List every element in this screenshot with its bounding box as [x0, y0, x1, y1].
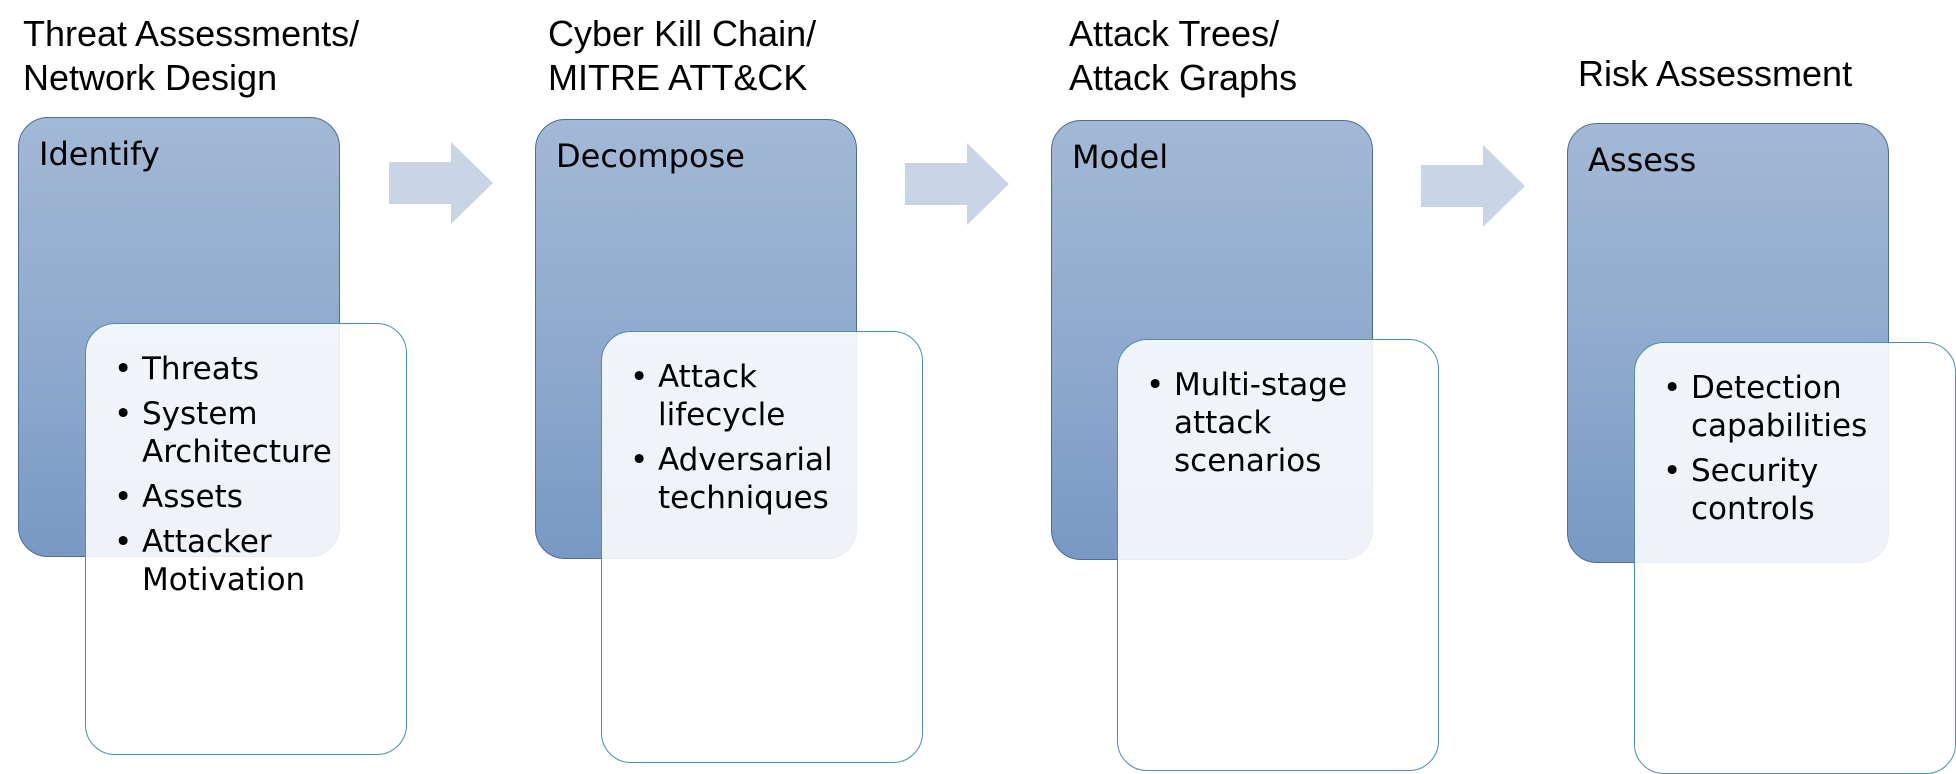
detail-box-identify: Threats System Architecture Assets Attac…: [85, 323, 407, 755]
detail-box-decompose: Attack lifecycle Adversarial techniques: [601, 331, 923, 763]
stage-label-decompose: Decompose: [556, 137, 745, 175]
heading-line: MITRE ATT&CK: [548, 57, 808, 98]
bullet-item: Attacker Motivation: [114, 523, 342, 599]
bullet-item: Threats: [114, 350, 342, 388]
bullet-text: Threats: [142, 351, 260, 387]
bullet-item: Security controls: [1663, 452, 1891, 528]
heading-line: Attack Trees/: [1069, 13, 1280, 54]
bullet-text: System Architecture: [142, 396, 332, 470]
bullet-item: Attack lifecycle: [630, 358, 848, 434]
bullet-text: Security controls: [1691, 453, 1819, 527]
stage-label-identify: Identify: [39, 135, 160, 173]
heading-line: Cyber Kill Chain/: [548, 13, 817, 54]
bullet-item: Assets: [114, 478, 342, 516]
heading-line: Attack Graphs: [1069, 57, 1298, 98]
bullet-item: Detection capabilities: [1663, 369, 1891, 445]
heading-line: Network Design: [23, 57, 278, 98]
heading-line: Threat Assessments/: [23, 13, 360, 54]
bullet-list: Detection capabilities Security controls: [1663, 369, 1891, 535]
heading-line: Risk Assessment: [1578, 53, 1853, 94]
bullet-item: Multi-stage attack scenarios: [1146, 366, 1364, 480]
stage-label-model: Model: [1072, 138, 1169, 176]
column-heading-attack-trees: Attack Trees/ Attack Graphs: [1069, 12, 1297, 100]
column-heading-threat-assessments: Threat Assessments/ Network Design: [23, 12, 359, 100]
bullet-text: Attack lifecycle: [658, 359, 786, 433]
bullet-text: Assets: [142, 479, 243, 515]
stage-label-assess: Assess: [1588, 141, 1697, 179]
bullet-item: Adversarial techniques: [630, 441, 848, 517]
bullet-text: Multi-stage attack scenarios: [1174, 367, 1348, 479]
right-arrow-icon: [1421, 145, 1525, 227]
bullet-item: System Architecture: [114, 395, 342, 471]
column-heading-cyber-kill-chain: Cyber Kill Chain/ MITRE ATT&CK: [548, 12, 816, 100]
bullet-text: Detection capabilities: [1691, 370, 1868, 444]
right-arrow-icon: [389, 142, 493, 224]
detail-box-assess: Detection capabilities Security controls: [1634, 342, 1956, 774]
detail-box-model: Multi-stage attack scenarios: [1117, 339, 1439, 771]
process-diagram: Threat Assessments/ Network Design Ident…: [0, 0, 1956, 758]
bullet-list: Attack lifecycle Adversarial techniques: [630, 358, 848, 524]
bullet-text: Adversarial techniques: [658, 442, 833, 516]
bullet-list: Threats System Architecture Assets Attac…: [114, 350, 342, 606]
column-heading-risk-assessment: Risk Assessment: [1578, 52, 1852, 96]
right-arrow-icon: [905, 143, 1009, 225]
bullet-text: Attacker Motivation: [142, 524, 306, 598]
bullet-list: Multi-stage attack scenarios: [1146, 366, 1364, 487]
